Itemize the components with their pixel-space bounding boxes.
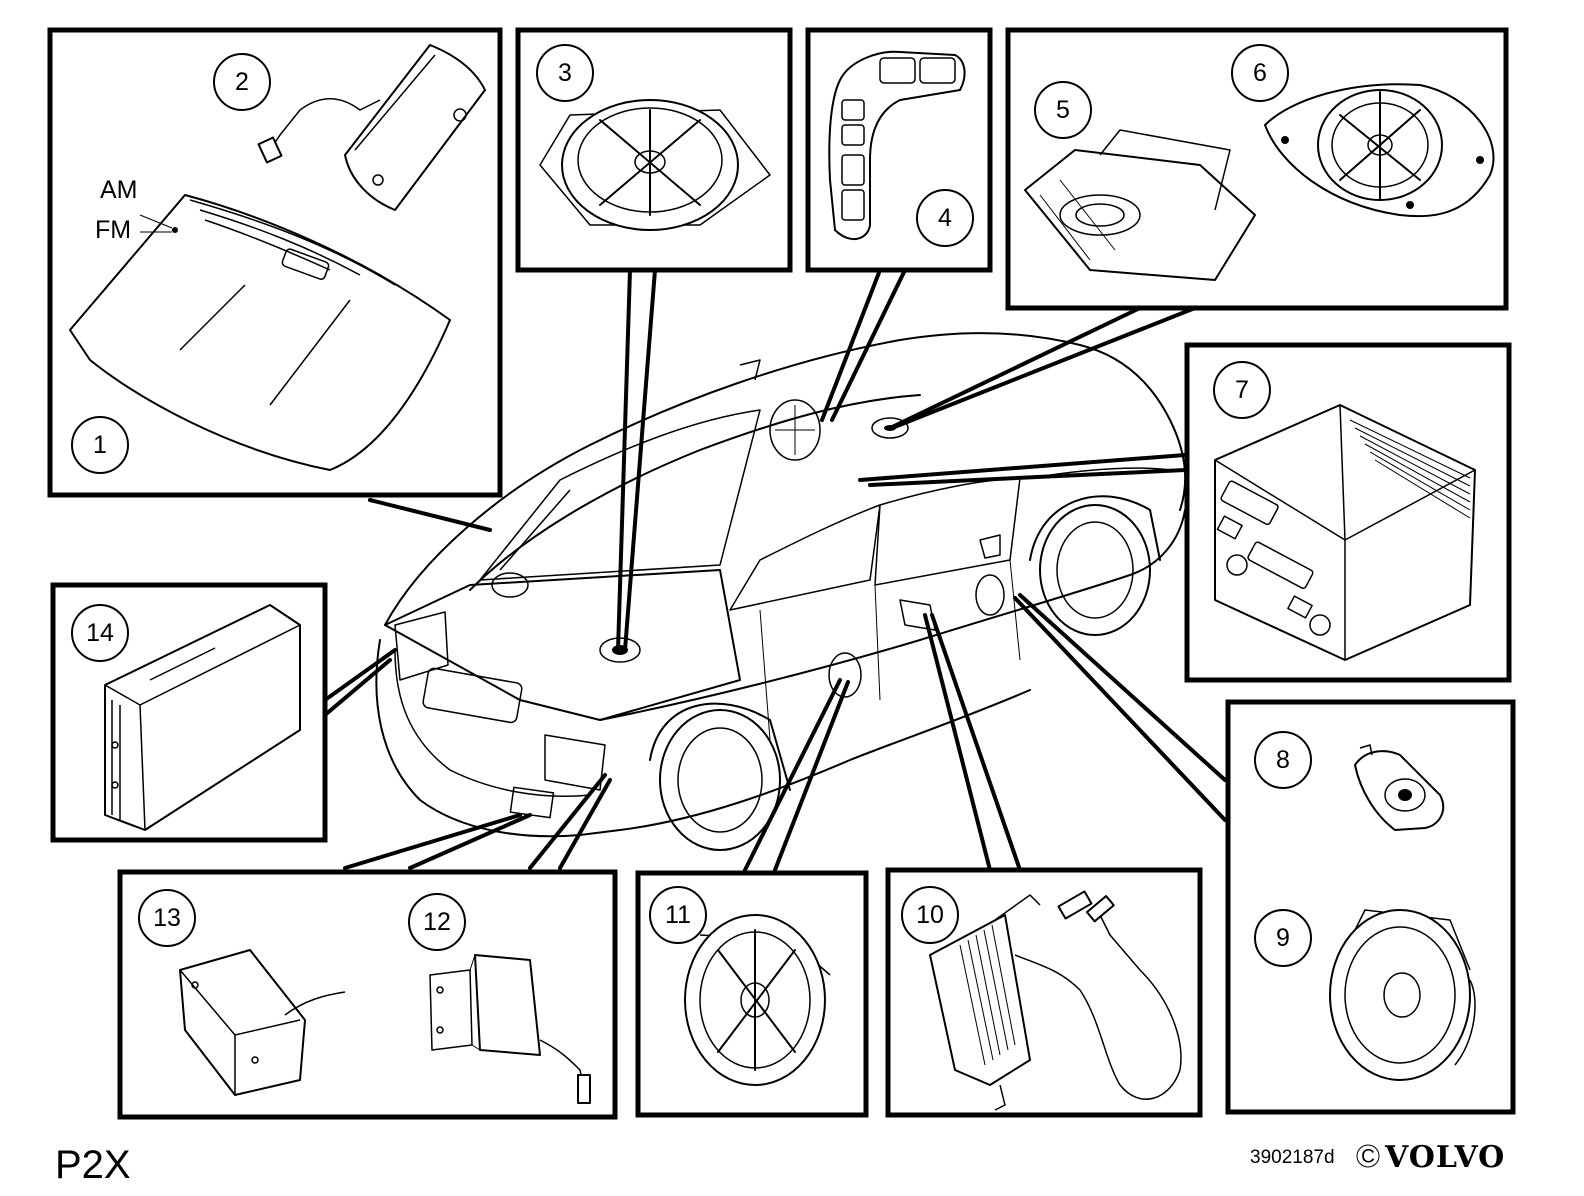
antenna-amplifier-icon xyxy=(257,44,486,211)
callout-9: 9 xyxy=(1254,909,1312,967)
callout-1-label: 1 xyxy=(93,431,107,459)
door-speaker-icon xyxy=(1329,909,1476,1081)
telematics-module-icon xyxy=(429,954,591,1104)
cd-changer-icon xyxy=(104,604,301,831)
callout-13-label: 13 xyxy=(153,904,181,932)
callout-13: 13 xyxy=(138,889,196,947)
callout-3: 3 xyxy=(536,44,594,102)
copyright-symbol: C xyxy=(1361,1147,1375,1168)
callout-14-label: 14 xyxy=(86,619,114,647)
callout-2: 2 xyxy=(213,53,271,111)
callout-12: 12 xyxy=(408,893,466,951)
leader-lines xyxy=(323,268,1227,872)
brand-logo: VOLVO xyxy=(1384,1140,1505,1175)
copyright-icon: C xyxy=(1356,1144,1380,1168)
callout-10: 10 xyxy=(901,886,959,944)
callout-10-label: 10 xyxy=(916,901,944,929)
am-label: AM xyxy=(100,176,138,204)
dashboard-speaker-icon xyxy=(539,99,771,231)
callout-4: 4 xyxy=(916,189,974,247)
callout-2-label: 2 xyxy=(235,68,249,96)
callout-11-label: 11 xyxy=(665,901,691,929)
rear-ceiling-speaker-icon xyxy=(1264,83,1495,218)
audio-head-unit-icon xyxy=(1214,404,1476,661)
amplifier-bracket-icon xyxy=(929,890,1182,1111)
callout-6: 6 xyxy=(1231,44,1289,102)
callout-4-label: 4 xyxy=(938,204,952,232)
roof-speaker-module-icon xyxy=(1024,129,1256,281)
callout-12-label: 12 xyxy=(423,908,451,936)
callout-7: 7 xyxy=(1213,361,1271,419)
image-code: 3902187d xyxy=(1250,1147,1335,1168)
callout-7-label: 7 xyxy=(1235,376,1249,404)
model-code: P2X xyxy=(55,1143,131,1187)
callout-9-label: 9 xyxy=(1276,924,1290,952)
fm-label: FM xyxy=(95,216,131,244)
tweeter-icon xyxy=(1354,744,1445,831)
callout-8: 8 xyxy=(1254,731,1312,789)
callout-3-label: 3 xyxy=(558,59,572,87)
callout-14: 14 xyxy=(71,604,129,662)
car-body-illustration xyxy=(375,332,1187,851)
callout-6-label: 6 xyxy=(1253,59,1267,87)
callout-1: 1 xyxy=(71,416,129,474)
callout-11: 11 xyxy=(649,886,707,944)
callout-8-label: 8 xyxy=(1276,746,1290,774)
callout-5: 5 xyxy=(1034,81,1092,139)
callout-5-label: 5 xyxy=(1056,96,1070,124)
control-module-icon xyxy=(179,949,346,1096)
steering-wheel-buttons-icon xyxy=(828,50,966,240)
rear-door-speaker-icon xyxy=(684,914,831,1086)
windshield-antenna-icon xyxy=(69,194,451,471)
